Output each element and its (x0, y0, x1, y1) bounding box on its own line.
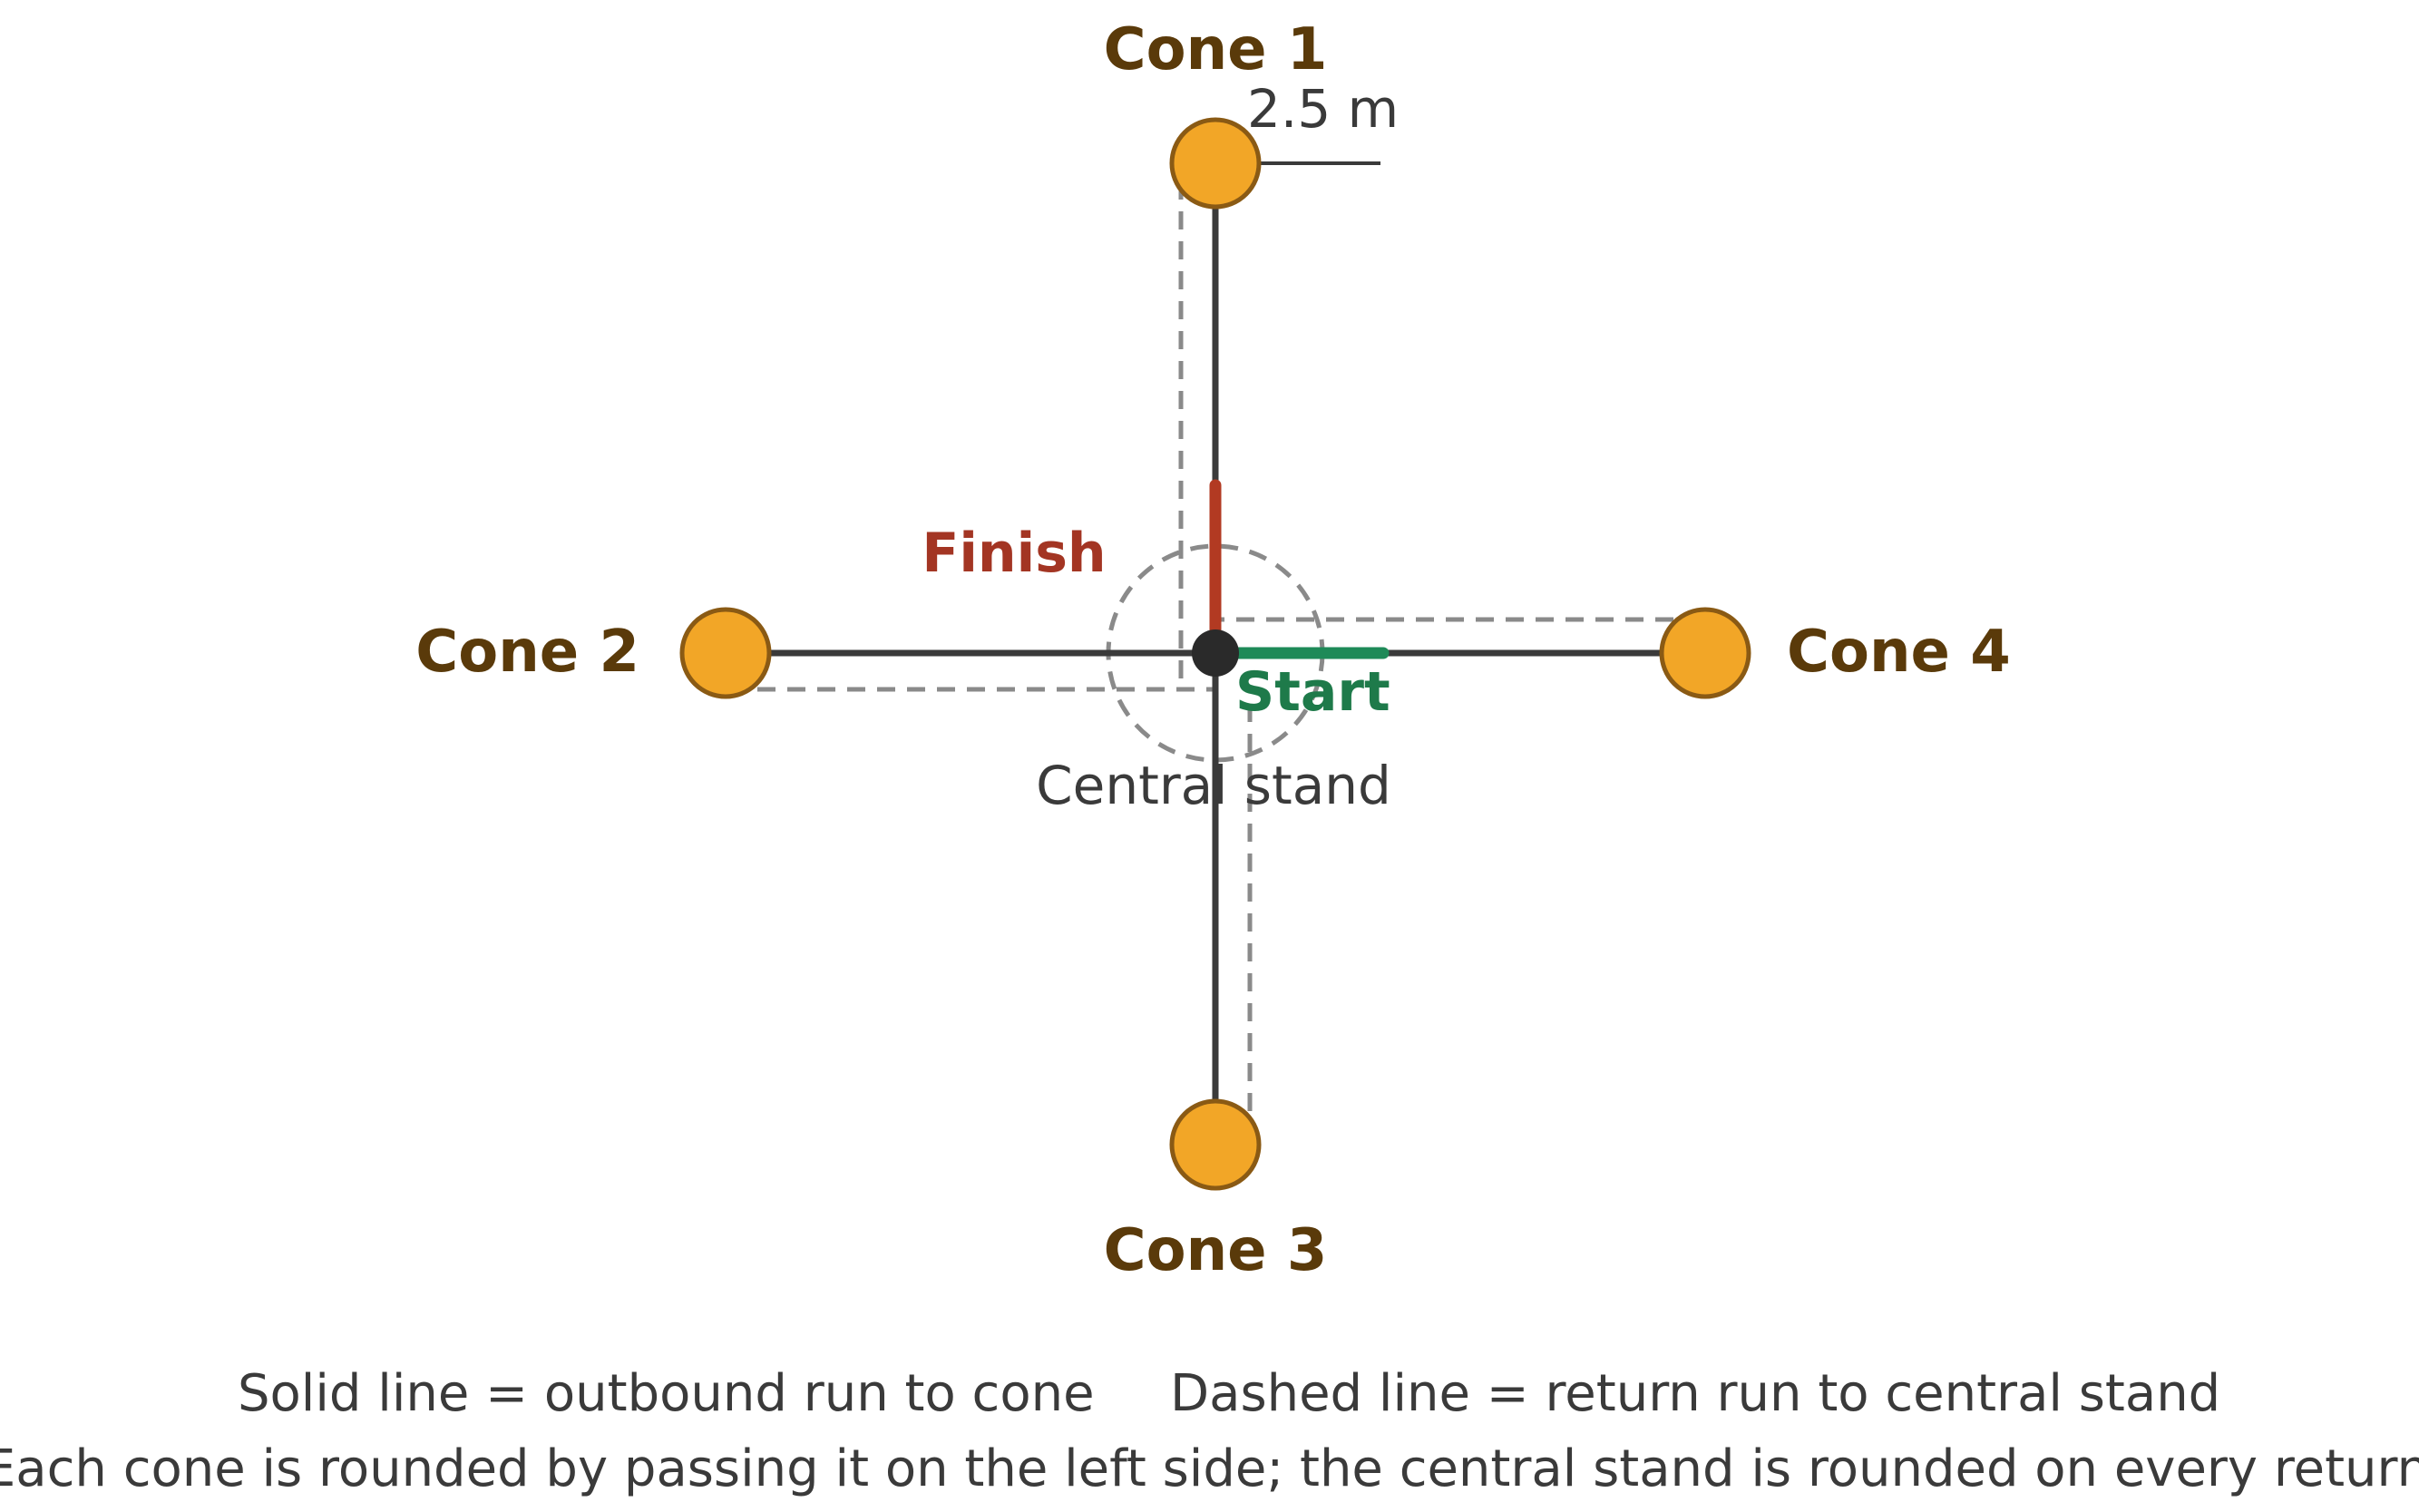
cone-4-marker (1659, 607, 1751, 699)
finish-label: Finish (922, 522, 1106, 585)
cones (679, 117, 1751, 1191)
cone-3-label: Cone 3 (1104, 1217, 1328, 1284)
cone-1-marker (1169, 117, 1262, 210)
start-label: Start (1235, 660, 1390, 724)
cone-2-label: Cone 2 (415, 619, 639, 686)
cone-4-label: Cone 4 (1787, 619, 2011, 686)
central-stand-label: Central stand (1036, 755, 1391, 816)
cone-2-marker (679, 607, 772, 699)
legend-solid-line: Solid line = outbound run to cone (238, 1364, 1095, 1423)
cone-1-label: Cone 1 (1104, 16, 1328, 83)
central-stand-marker (1192, 629, 1239, 677)
return-runs (757, 181, 1673, 1111)
cone-3-marker (1169, 1098, 1262, 1191)
legend-dashed-line: Dashed line = return run to central stan… (1170, 1364, 2220, 1423)
distance-label: 2.5 m (1247, 78, 1399, 140)
legend-note: Each cone is rounded by passing it on th… (0, 1439, 2419, 1498)
